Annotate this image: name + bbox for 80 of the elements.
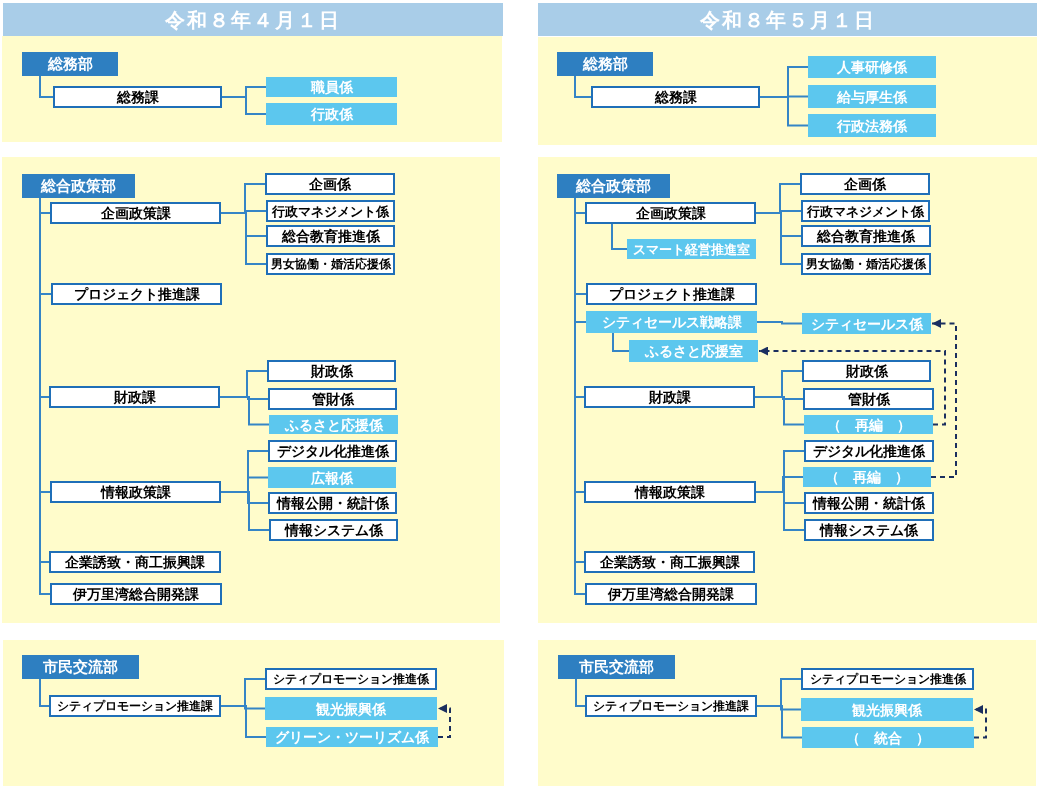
section-box: 情報政策課 xyxy=(50,481,221,503)
connector-line xyxy=(756,705,803,739)
highlighted-box: 観光振興係 xyxy=(801,698,973,721)
section-box: プロジェクト推進課 xyxy=(51,283,222,305)
department-box: 市民交流部 xyxy=(558,655,675,679)
connector-line xyxy=(756,321,803,325)
section-box: 企画政策課 xyxy=(50,202,221,224)
section-box: 総合教育推進係 xyxy=(266,225,395,247)
section-box: デジタル化推進係 xyxy=(268,440,397,462)
connector-line xyxy=(221,96,267,115)
highlighted-box: シティセールス係 xyxy=(802,313,931,334)
department-box: 総合政策部 xyxy=(557,174,670,198)
connector-line xyxy=(220,212,267,265)
section-box: 企業誘致・商工振興課 xyxy=(584,551,755,573)
section-box: 行政マネジメント係 xyxy=(801,200,930,222)
section-box: 財政係 xyxy=(802,360,931,382)
connector-line xyxy=(575,678,586,707)
section-box: シティプロモーション推進課 xyxy=(585,695,757,717)
connector-line xyxy=(611,223,628,250)
department-box: 総務部 xyxy=(22,52,118,76)
date-header: 令和８年４月１日 xyxy=(3,3,503,36)
connector-line xyxy=(755,491,805,531)
section-box: 情報公開・統計係 xyxy=(268,492,397,514)
highlighted-box: 行政法務係 xyxy=(808,114,936,137)
section-box: 企画係 xyxy=(265,173,395,195)
section-box: 財政係 xyxy=(267,360,396,382)
highlighted-box: 職員係 xyxy=(266,77,397,97)
connector-line xyxy=(612,332,630,352)
highlighted-box: シティセールス戦略課 xyxy=(586,311,757,333)
highlighted-box: グリーン・ツーリズム係 xyxy=(266,727,438,747)
highlighted-box: （ 再編 ） xyxy=(803,467,931,487)
section-box: 企画政策課 xyxy=(585,202,756,224)
section-box: 伊万里湾総合開発課 xyxy=(50,583,222,605)
section-box: シティプロモーション推進係 xyxy=(265,668,437,690)
dashed-arrow xyxy=(437,704,451,738)
connector-line xyxy=(220,491,270,531)
connector-line xyxy=(574,75,592,98)
section-box: 伊万里湾総合開発課 xyxy=(585,583,757,605)
highlighted-box: 給与厚生係 xyxy=(808,85,936,108)
connector-line xyxy=(759,96,809,127)
highlighted-box: 観光振興係 xyxy=(265,697,437,720)
department-box: 総務部 xyxy=(557,52,653,76)
highlighted-box: 人事研修係 xyxy=(808,56,936,78)
section-box: 情報システム係 xyxy=(804,519,934,541)
connector-line xyxy=(220,705,267,738)
section-box: 男女協働・婚活応援係 xyxy=(266,253,395,275)
highlighted-box: ふるさと応援室 xyxy=(629,340,758,362)
dashed-arrow xyxy=(758,346,946,426)
department-box: 市民交流部 xyxy=(22,655,139,679)
section-box: 行政マネジメント係 xyxy=(266,200,395,222)
section-box: 男女協働・婚活応援係 xyxy=(801,253,931,275)
section-box: プロジェクト推進課 xyxy=(586,283,757,305)
section-box: 総合教育推進係 xyxy=(801,225,931,247)
section-box: 企業誘致・商工振興課 xyxy=(49,551,221,573)
section-box: 管財係 xyxy=(803,388,934,410)
section-box: 企画係 xyxy=(800,173,930,195)
section-box: 情報政策課 xyxy=(584,481,756,503)
highlighted-box: 広報係 xyxy=(268,467,396,488)
department-box: 総合政策部 xyxy=(22,174,135,198)
dashed-arrow xyxy=(930,319,957,478)
highlighted-box: （ 再編 ） xyxy=(804,415,933,434)
section-box: 情報公開・統計係 xyxy=(804,492,934,514)
dashed-arrow xyxy=(973,705,987,739)
connector-line xyxy=(755,212,802,265)
section-box: 情報システム係 xyxy=(269,519,398,541)
highlighted-box: スマート経営推進室 xyxy=(627,239,756,259)
section-box: デジタル化推進係 xyxy=(804,440,934,462)
section-box: 総務課 xyxy=(53,86,222,108)
highlighted-box: ふるさと応援係 xyxy=(269,415,398,434)
section-box: 財政課 xyxy=(49,386,220,408)
highlighted-box: （ 統合 ） xyxy=(802,727,974,748)
section-box: シティプロモーション推進課 xyxy=(49,695,221,717)
section-box: 財政課 xyxy=(584,386,755,408)
section-box: 管財係 xyxy=(268,388,397,410)
highlighted-box: 行政係 xyxy=(266,103,397,125)
section-box: 総務課 xyxy=(591,86,760,108)
date-header: 令和８年５月１日 xyxy=(538,3,1037,36)
connector-line xyxy=(39,75,54,98)
section-box: シティプロモーション推進係 xyxy=(801,668,974,690)
connector-line xyxy=(39,678,50,707)
